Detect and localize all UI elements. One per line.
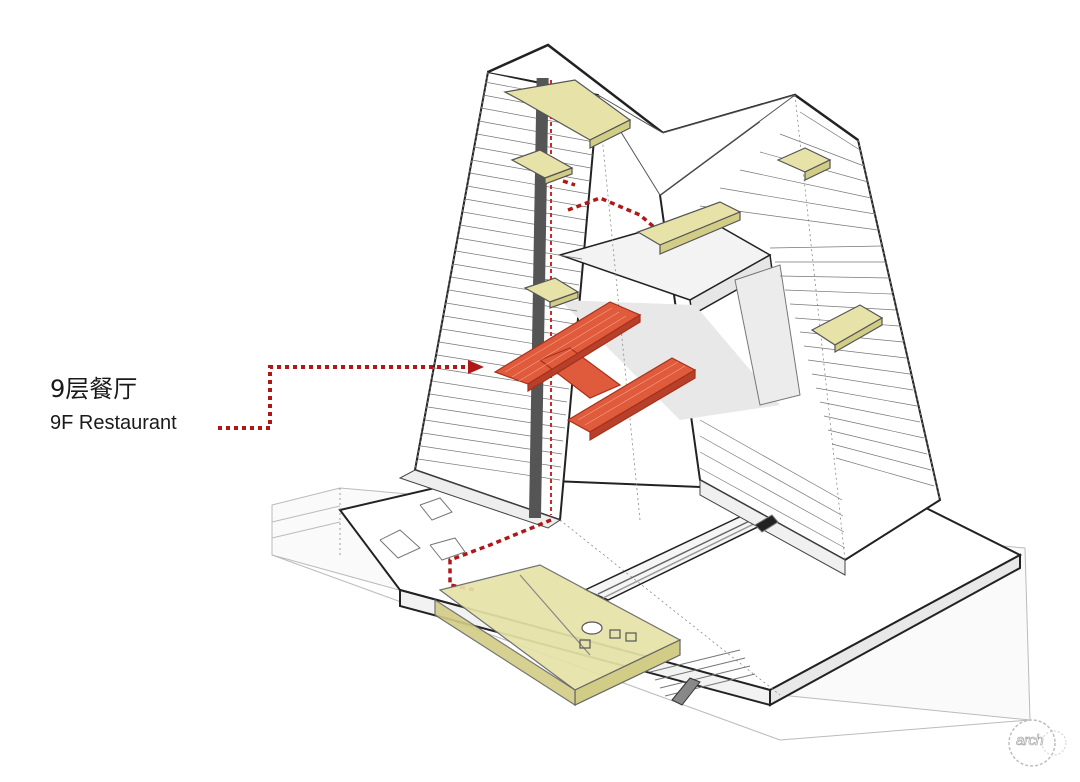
watermark-text: arch [1016,732,1044,750]
watermark-logo [1008,719,1067,767]
callout-leader [218,360,484,430]
program-block-2 [510,149,574,185]
ground-program [434,564,682,707]
ground-landscape [379,497,779,706]
program-block-top [503,79,632,149]
program-block-3 [636,201,742,255]
projection-lines [339,71,941,696]
restaurant-bridge [538,347,622,399]
right-tower-void [734,264,801,406]
restaurant-hatching [504,307,686,426]
program-blocks [503,79,884,354]
program-block-6 [810,304,884,354]
program-block-4 [776,147,832,181]
restaurant-label-en: 9F Restaurant [50,412,177,434]
program-block-5 [523,277,580,309]
restaurant-label-cn: 9层餐厅 [50,375,138,403]
